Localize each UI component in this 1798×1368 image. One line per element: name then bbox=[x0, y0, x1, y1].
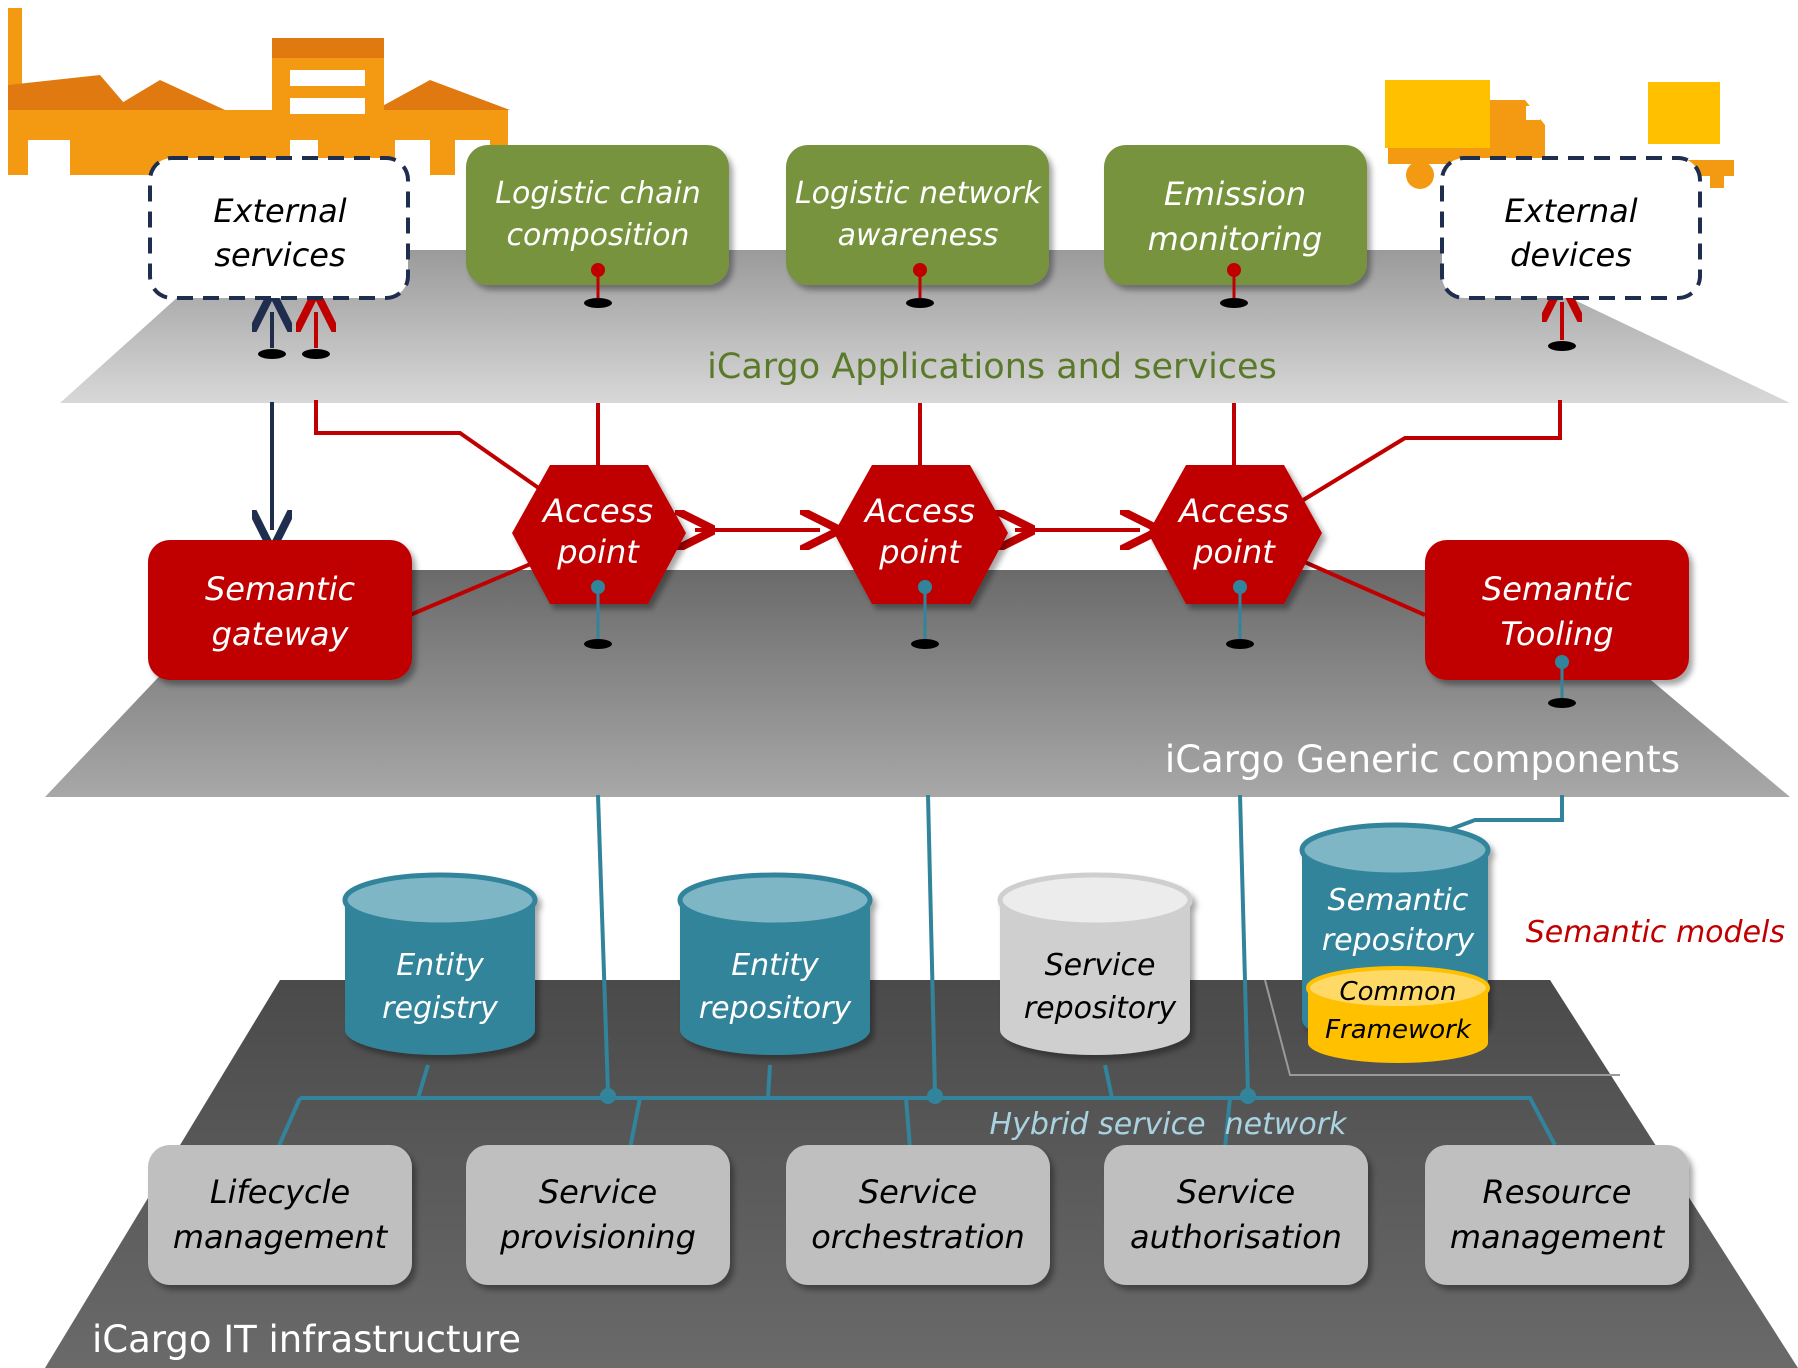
app-logistic-network-awareness: Logistic network awareness bbox=[786, 145, 1049, 285]
network-to-provisioning bbox=[628, 1097, 642, 1149]
network-to-authorisation bbox=[1223, 1097, 1232, 1149]
external-devices-box: External devices bbox=[1440, 156, 1702, 300]
generic-layer-plane bbox=[45, 570, 1790, 797]
infra-label-line1: Service bbox=[539, 1173, 657, 1211]
external-services-box: External services bbox=[148, 156, 410, 300]
entity-repository-line1: Entity bbox=[731, 948, 820, 983]
gateway-line1: Semantic bbox=[205, 570, 356, 608]
tooling-line2: Tooling bbox=[1500, 615, 1613, 653]
entity-registry-line2: registry bbox=[382, 991, 499, 1026]
external-services-line2: services bbox=[214, 236, 345, 274]
common-framework-cylinder bbox=[1306, 966, 1490, 1063]
applications-layer-plane bbox=[60, 250, 1790, 403]
infra-label-line2: management bbox=[1450, 1218, 1666, 1256]
infra-lifecycle-management: Lifecycle management bbox=[148, 1145, 412, 1285]
network-to-entity-repository bbox=[766, 1064, 772, 1099]
connector-ap3-network bbox=[1238, 794, 1250, 1094]
external-devices-line1: External bbox=[1504, 192, 1637, 230]
tooling-line1: Semantic bbox=[1482, 570, 1633, 608]
connector-external-services bbox=[314, 400, 572, 512]
common-framework-line1: Common bbox=[1339, 977, 1456, 1007]
app-label-line1: Logistic network bbox=[795, 176, 1043, 211]
connectors bbox=[272, 400, 1564, 1149]
semantic-tooling: Semantic Tooling bbox=[1425, 540, 1689, 680]
access-point-line2: point bbox=[1192, 533, 1276, 571]
access-point-line2: point bbox=[556, 533, 640, 571]
infra-label-line2: orchestration bbox=[811, 1218, 1025, 1256]
infrastructure-layer-label: iCargo IT infrastructure bbox=[92, 1318, 521, 1361]
applications-layer-label: iCargo Applications and services bbox=[707, 347, 1277, 387]
entity-repository-line2: repository bbox=[699, 991, 853, 1026]
external-devices-line2: devices bbox=[1510, 236, 1632, 274]
app-label-line2: awareness bbox=[838, 218, 999, 253]
entity-registry-line1: Entity bbox=[396, 948, 485, 983]
app-label-line2: composition bbox=[507, 218, 690, 253]
infra-label-line1: Service bbox=[1177, 1173, 1295, 1211]
network-to-lifecycle bbox=[276, 1097, 302, 1149]
hybrid-network-label: Hybrid service network bbox=[990, 1107, 1349, 1142]
factory-icon bbox=[8, 8, 510, 178]
connector-gateway bbox=[409, 558, 541, 617]
connector-external-devices bbox=[1293, 400, 1562, 507]
network-to-service-repository bbox=[1103, 1064, 1114, 1099]
access-point: Access point bbox=[512, 465, 686, 604]
app-emission-monitoring: Emission monitoring bbox=[1104, 145, 1367, 285]
service-repository-line2: repository bbox=[1024, 991, 1178, 1026]
external-service-ports bbox=[258, 302, 1576, 359]
service-repository-cylinder bbox=[997, 872, 1193, 1055]
generic-layer-label: iCargo Generic components bbox=[1165, 738, 1680, 781]
infra-label-line2: provisioning bbox=[499, 1218, 696, 1256]
access-point: Access point bbox=[834, 465, 1008, 604]
network-to-orchestration bbox=[904, 1097, 912, 1149]
infra-service-authorisation: Service authorisation bbox=[1104, 1145, 1368, 1285]
app-label-line1: Emission bbox=[1164, 175, 1306, 213]
infra-service-orchestration: Service orchestration bbox=[786, 1145, 1050, 1285]
external-services-line1: External bbox=[213, 192, 346, 230]
entity-registry-cylinder bbox=[342, 872, 538, 1055]
entity-repository-cylinder bbox=[677, 872, 873, 1055]
app-pins bbox=[584, 263, 1248, 308]
access-point: Access point bbox=[1148, 465, 1322, 604]
hybrid-network-bus bbox=[300, 1096, 1557, 1146]
connector-ap1-network bbox=[596, 794, 610, 1094]
app-logistic-chain-composition: Logistic chain composition bbox=[466, 145, 729, 285]
infra-label-line2: authorisation bbox=[1130, 1218, 1342, 1256]
semantic-gateway: Semantic gateway bbox=[148, 540, 412, 680]
generic-pins bbox=[584, 580, 1576, 708]
semantic-repository-line1: Semantic bbox=[1328, 883, 1469, 918]
infra-label-line1: Service bbox=[859, 1173, 977, 1211]
network-junctions bbox=[600, 1088, 1256, 1104]
connector-tooling bbox=[1299, 558, 1426, 617]
connector-ap2-network bbox=[926, 794, 937, 1094]
semantic-models-outline bbox=[1264, 979, 1620, 1076]
semantic-models-label: Semantic models bbox=[1526, 915, 1785, 950]
access-point-line2: point bbox=[878, 533, 962, 571]
app-label-line1: Logistic chain bbox=[495, 176, 700, 211]
infra-service-provisioning: Service provisioning bbox=[466, 1145, 730, 1285]
access-point-line1: Access bbox=[1177, 492, 1289, 530]
infra-label-line1: Resource bbox=[1483, 1173, 1632, 1211]
network-to-entity-registry bbox=[416, 1064, 430, 1099]
infra-label-line2: management bbox=[173, 1218, 389, 1256]
gateway-line2: gateway bbox=[212, 615, 350, 653]
app-label-line2: monitoring bbox=[1148, 220, 1323, 258]
access-point-line1: Access bbox=[863, 492, 975, 530]
access-point-line1: Access bbox=[541, 492, 653, 530]
common-framework-line2: Framework bbox=[1325, 1015, 1472, 1045]
infra-resource-management: Resource management bbox=[1425, 1145, 1689, 1285]
infra-label-line1: Lifecycle bbox=[210, 1173, 350, 1211]
service-repository-line1: Service bbox=[1045, 948, 1156, 983]
semantic-repository-line2: repository bbox=[1322, 923, 1476, 958]
